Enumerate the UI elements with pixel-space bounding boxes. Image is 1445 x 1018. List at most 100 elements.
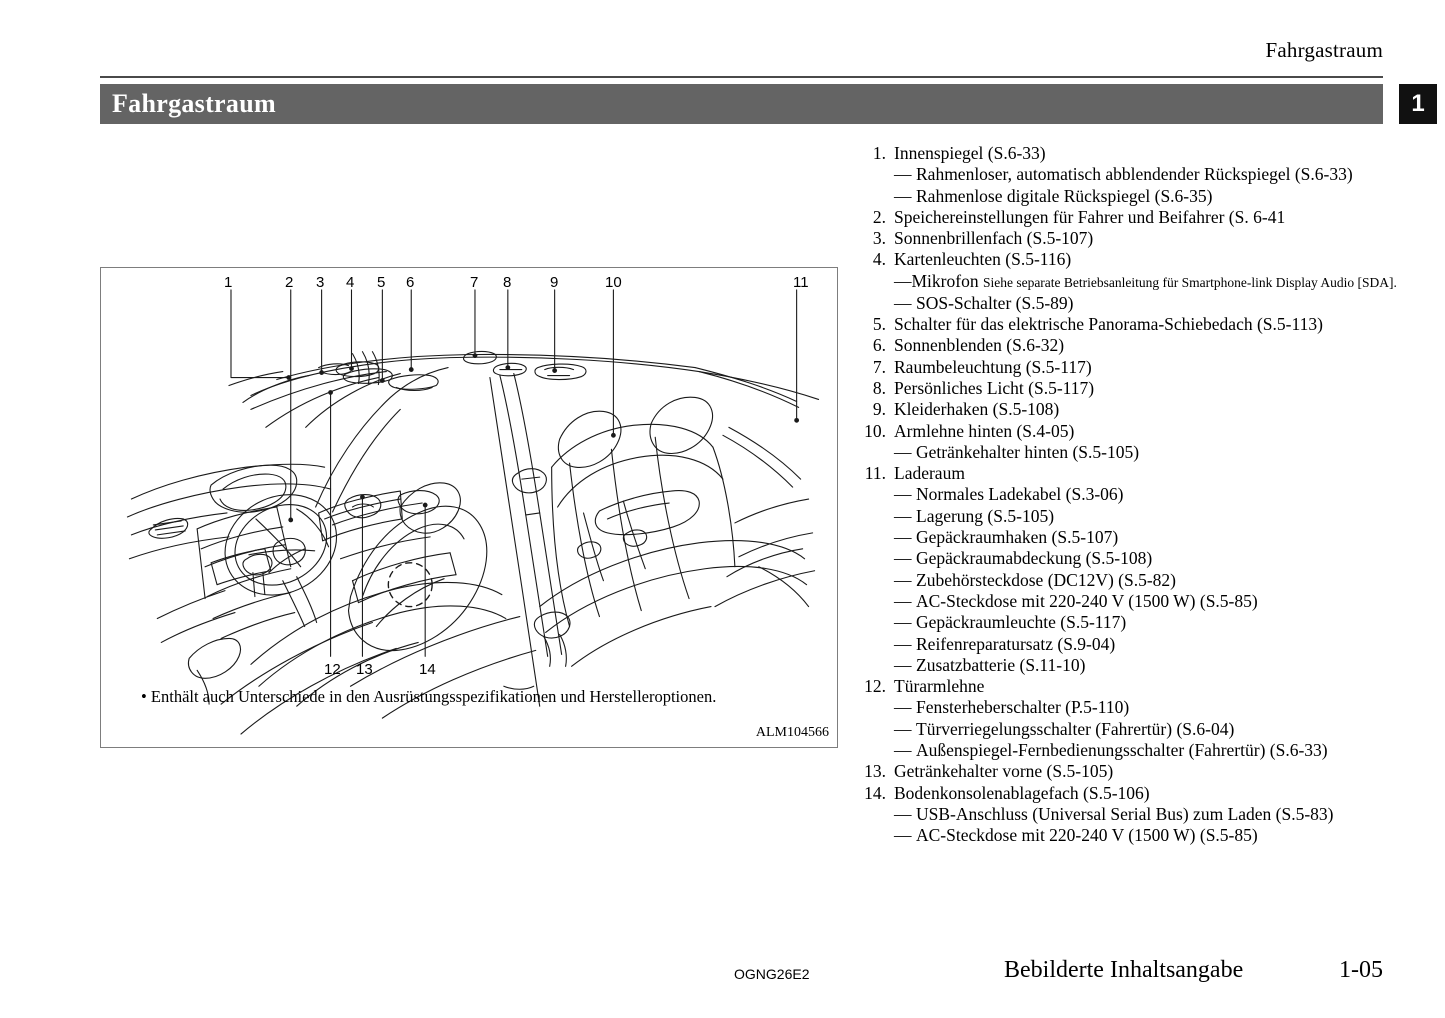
list-item: 3. Sonnenbrillenfach (S.5-107) [860, 228, 1400, 249]
sub-item-label: AC-Steckdose mit 220-240 V (1500 W) (S.5… [916, 825, 1258, 846]
list-item-number: 2. [872, 206, 886, 227]
em-dash-icon: — [894, 803, 912, 824]
list-item-label: Armlehne hinten (S.4-05) [894, 420, 1075, 441]
list-item-number: 1. [872, 143, 886, 163]
sub-item-label: Getränkehalter hinten (S.5-105) [916, 441, 1140, 462]
em-dash-icon: — [894, 527, 912, 548]
list-item-number: 7. [872, 356, 886, 377]
list-item-label: Persönliches Licht (S.5-117) [894, 377, 1095, 398]
sub-item: —Normales Ladekabel (S.3-06) [894, 484, 1400, 505]
callout-number: 4 [346, 274, 355, 291]
chapter-tab: 1 [1399, 84, 1437, 124]
list-item-label: Türarmlehne [894, 676, 985, 697]
sub-item-label: AC-Steckdose mit 220-240 V (1500 W) (S.5… [916, 590, 1258, 611]
list-item-label: Raumbeleuchtung (S.5-117) [894, 356, 1092, 377]
vehicle-interior-diagram [126, 289, 820, 735]
callout-number: 11 [793, 274, 809, 291]
list-item: 2. Speichereinstellungen für Fahrer und … [860, 207, 1400, 228]
list-item: 12. Türarmlehne [860, 676, 1400, 697]
sub-item: —SOS-Schalter (S.5-89) [894, 293, 1400, 314]
callout-number: 3 [316, 274, 325, 291]
em-dash-icon: — [894, 590, 912, 611]
sub-item: —Außenspiegel-Fernbedienungsschalter (Fa… [894, 740, 1400, 761]
list-item-label: Getränkehalter vorne (S.5-105) [894, 761, 1114, 782]
sub-item: —Gepäckraumhaken (S.5-107) [894, 527, 1400, 548]
sub-item: —Lagerung (S.5-105) [894, 506, 1400, 527]
page-title: Fahrgastraum [112, 89, 276, 118]
callout-number: 1 [224, 274, 233, 291]
list-item: 6. Sonnenblenden (S.6-32) [860, 335, 1400, 356]
sub-item-label: Gepäckraumhaken (S.5-107) [916, 527, 1119, 548]
em-dash-icon: — [894, 697, 912, 718]
list-item-label: Speichereinstellungen für Fahrer und Bei… [894, 206, 1286, 227]
list-item-label: Kartenleuchten (S.5-116) [894, 249, 1072, 270]
sub-item: —Türverriegelungsschalter (Fahrertür) (S… [894, 719, 1400, 740]
sub-item-label: Rahmenloser, automatisch abblendender Rü… [916, 164, 1353, 185]
em-dash-icon: — [894, 164, 912, 185]
list-item: 8. Persönliches Licht (S.5-117) [860, 378, 1400, 399]
component-list: 1. Innenspiegel (S.6-33) —Rahmenloser, a… [860, 143, 1400, 847]
list-item: 4. Kartenleuchten (S.5-116) [860, 249, 1400, 270]
list-item: 9. Kleiderhaken (S.5-108) [860, 399, 1400, 420]
list-item-number: 5. [872, 314, 886, 335]
em-dash-icon: — [894, 441, 912, 462]
sub-item-label: SOS-Schalter (S.5-89) [916, 292, 1074, 313]
sub-item: —Reifenreparatursatz (S.9-04) [894, 634, 1400, 655]
list-item-number: 6. [872, 335, 886, 356]
figure-id: ALM104566 [755, 725, 829, 740]
list-item-label: Kleiderhaken (S.5-108) [894, 399, 1060, 420]
list-item-number: 3. [872, 228, 886, 249]
running-head: Fahrgastraum [1265, 38, 1383, 62]
list-item-number: 11. [864, 463, 886, 484]
em-dash-icon: — [894, 548, 912, 569]
em-dash-icon: — [894, 718, 912, 739]
section-title-bar: Fahrgastraum [100, 84, 1383, 124]
em-dash-icon: — [894, 569, 912, 590]
list-item-label: Laderaum [894, 463, 965, 484]
sub-item-label: USB-Anschluss (Universal Serial Bus) zum… [916, 803, 1334, 824]
em-dash-icon: — [894, 185, 912, 206]
callout-number: 6 [406, 274, 415, 291]
sub-item-label: Rahmenlose digitale Rückspiegel (S.6-35) [916, 185, 1213, 206]
list-item-label: Sonnenbrillenfach (S.5-107) [894, 228, 1094, 249]
sub-item-label: Lagerung (S.5-105) [916, 505, 1055, 526]
sub-item-label: Gepäckraumleuchte (S.5-117) [916, 612, 1127, 633]
sub-item-note: Siehe separate Betriebsanleitung für Sma… [982, 274, 1397, 290]
sub-item-label: Zusatzbatterie (S.11-10) [916, 654, 1086, 675]
callout-number: 8 [503, 274, 512, 291]
sub-item-label: Mikrofon [911, 270, 979, 291]
footer-section-title: Bebilderte Inhaltsangabe [1004, 957, 1244, 983]
list-item-number: 14. [864, 782, 886, 803]
sub-item-label: Fensterheberschalter (P.5-110) [916, 697, 1130, 718]
header-rule [100, 76, 1383, 78]
callout-number: 5 [377, 274, 386, 291]
list-item-label: Sonnenblenden (S.6-32) [894, 335, 1065, 356]
sub-item: —Rahmenlose digitale Rückspiegel (S.6-35… [894, 186, 1400, 207]
em-dash-icon: — [894, 825, 912, 846]
sub-item: —Gepäckraumabdeckung (S.5-108) [894, 548, 1400, 569]
callout-number: 7 [470, 274, 479, 291]
list-item-label: Schalter für das elektrische Panorama-Sc… [894, 314, 1323, 335]
list-item: 13. Getränkehalter vorne (S.5-105) [860, 761, 1400, 782]
sub-item: —Rahmenloser, automatisch abblendender R… [894, 164, 1400, 185]
sub-item: —Getränkehalter hinten (S.5-105) [894, 442, 1400, 463]
sub-item-label: Türverriegelungsschalter (Fahrertür) (S.… [916, 718, 1235, 739]
list-item-label: Bodenkonsolenablagefach (S.5-106) [894, 782, 1150, 803]
list-item-number: 12. [864, 676, 886, 697]
callout-number: 2 [285, 274, 294, 291]
sub-item: —Gepäckraumleuchte (S.5-117) [894, 612, 1400, 633]
em-dash-icon: — [894, 270, 912, 291]
em-dash-icon: — [894, 505, 912, 526]
list-item: 7. Raumbeleuchtung (S.5-117) [860, 357, 1400, 378]
sub-item: —AC-Steckdose mit 220-240 V (1500 W) (S.… [894, 825, 1400, 846]
sub-item: —Zusatzbatterie (S.11-10) [894, 655, 1400, 676]
em-dash-icon: — [894, 612, 912, 633]
em-dash-icon: — [894, 654, 912, 675]
list-item: 11. Laderaum [860, 463, 1400, 484]
sub-item-label: Zubehörsteckdose (DC12V) (S.5-82) [916, 569, 1177, 590]
footer-page-number: 1-05 [1339, 957, 1383, 983]
list-item: 1. Innenspiegel (S.6-33) [860, 143, 1400, 164]
em-dash-icon: — [894, 292, 912, 313]
sub-item-with-note: —Mikrofon Siehe separate Betriebsanleitu… [894, 271, 1400, 293]
callout-number: 14 [419, 661, 436, 678]
